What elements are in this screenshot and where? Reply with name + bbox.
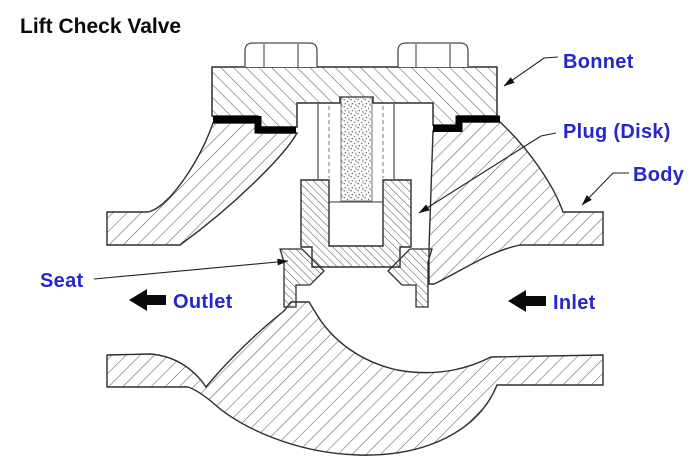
leader-line-bonnet [503,56,559,87]
bolt-icon-left [244,42,318,67]
label-plug-disk: Plug (Disk) [563,121,671,143]
outlet-flow-arrow-icon [129,289,166,311]
body-part-bottom [106,301,604,456]
gasket-right [433,115,500,132]
leader-line-plug [418,132,557,214]
gasket-left [213,116,296,134]
leader-line-seat [93,258,289,280]
label-outlet: Outlet [173,291,233,313]
label-body: Body [633,164,685,186]
body-part-left-flange [106,122,299,246]
stem-guide-post [340,96,373,202]
page-title: Lift Check Valve [20,15,181,38]
body-part-right-flange [428,121,604,285]
bolt-icon-right [397,42,469,67]
plug-disk-part [300,179,412,268]
leader-line-body [581,172,629,206]
inlet-flow-arrow-icon [508,290,546,312]
label-seat: Seat [40,270,83,292]
label-inlet: Inlet [553,292,596,314]
label-bonnet: Bonnet [563,51,634,73]
